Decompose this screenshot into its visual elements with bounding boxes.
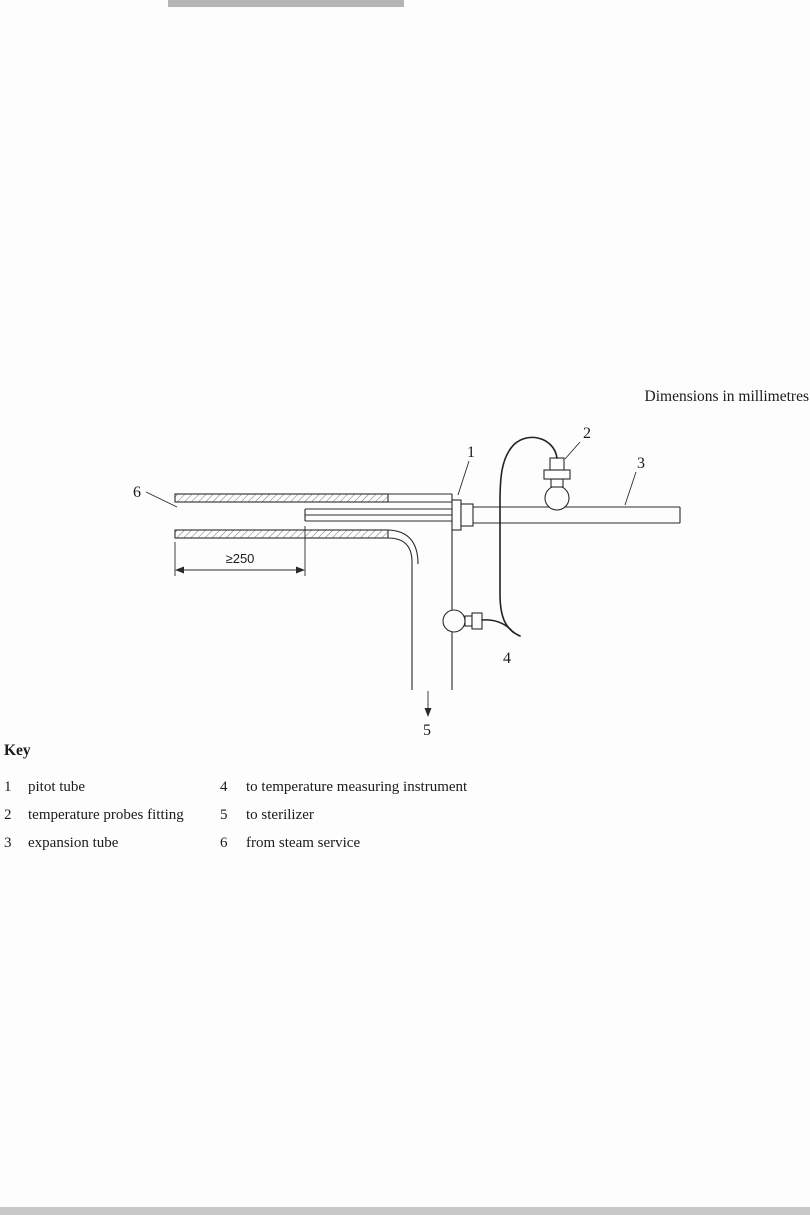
key-item-label: pitot tube	[28, 779, 86, 795]
page-edge-bottom	[0, 1207, 810, 1215]
temperature-probes-fitting	[543, 457, 571, 511]
dimensions-note: Dimensions in millimetres	[644, 388, 809, 405]
callout-4-label: 4	[503, 650, 511, 667]
expansion-tube	[473, 506, 681, 524]
steam-service-pipe	[174, 493, 389, 539]
callout-5: 5	[423, 691, 432, 739]
dimension-label: ≥250	[226, 551, 255, 566]
dimension-min-250: ≥250	[174, 526, 306, 576]
instrument-cable-from-pipe-fitting	[481, 619, 514, 633]
callout-2: 2	[564, 425, 591, 460]
key-item-number: 3	[4, 835, 12, 851]
key-item-label: expansion tube	[28, 835, 119, 851]
key-item-number: 5	[220, 807, 228, 823]
callout-1: 1	[457, 444, 475, 496]
callout-4: 4	[503, 650, 511, 667]
callout-3-label: 3	[637, 455, 645, 472]
page-edge-top	[168, 0, 404, 7]
pipe-temperature-fitting	[442, 609, 483, 633]
key-item-number: 1	[4, 779, 12, 795]
callout-3: 3	[624, 455, 645, 506]
key-grid: 1 pitot tube 4 to temperature measuring …	[4, 773, 467, 857]
key-item-label: to temperature measuring instrument	[246, 779, 468, 795]
key-title: Key	[4, 742, 31, 759]
callout-1-label: 1	[467, 444, 475, 461]
key-item-label: to sterilizer	[246, 807, 314, 823]
callout-6-label: 6	[133, 484, 141, 501]
key-item-number: 4	[220, 779, 228, 795]
instrument-cable-from-probe-fitting	[499, 436, 558, 637]
key-item-number: 2	[4, 807, 12, 823]
elbow-to-sterilizer-pipe	[387, 493, 453, 690]
callout-5-label: 5	[423, 722, 431, 739]
callout-2-label: 2	[583, 425, 591, 442]
pitot-tube	[304, 508, 452, 522]
key-item-number: 6	[220, 835, 228, 851]
figure-key: Key 1 pitot tube 4 to temperature measur…	[4, 741, 467, 857]
callout-6: 6	[133, 484, 178, 508]
key-item-label: temperature probes fitting	[28, 807, 184, 823]
pitot-outlet-fitting	[451, 499, 474, 531]
key-item-label: from steam service	[246, 835, 361, 851]
